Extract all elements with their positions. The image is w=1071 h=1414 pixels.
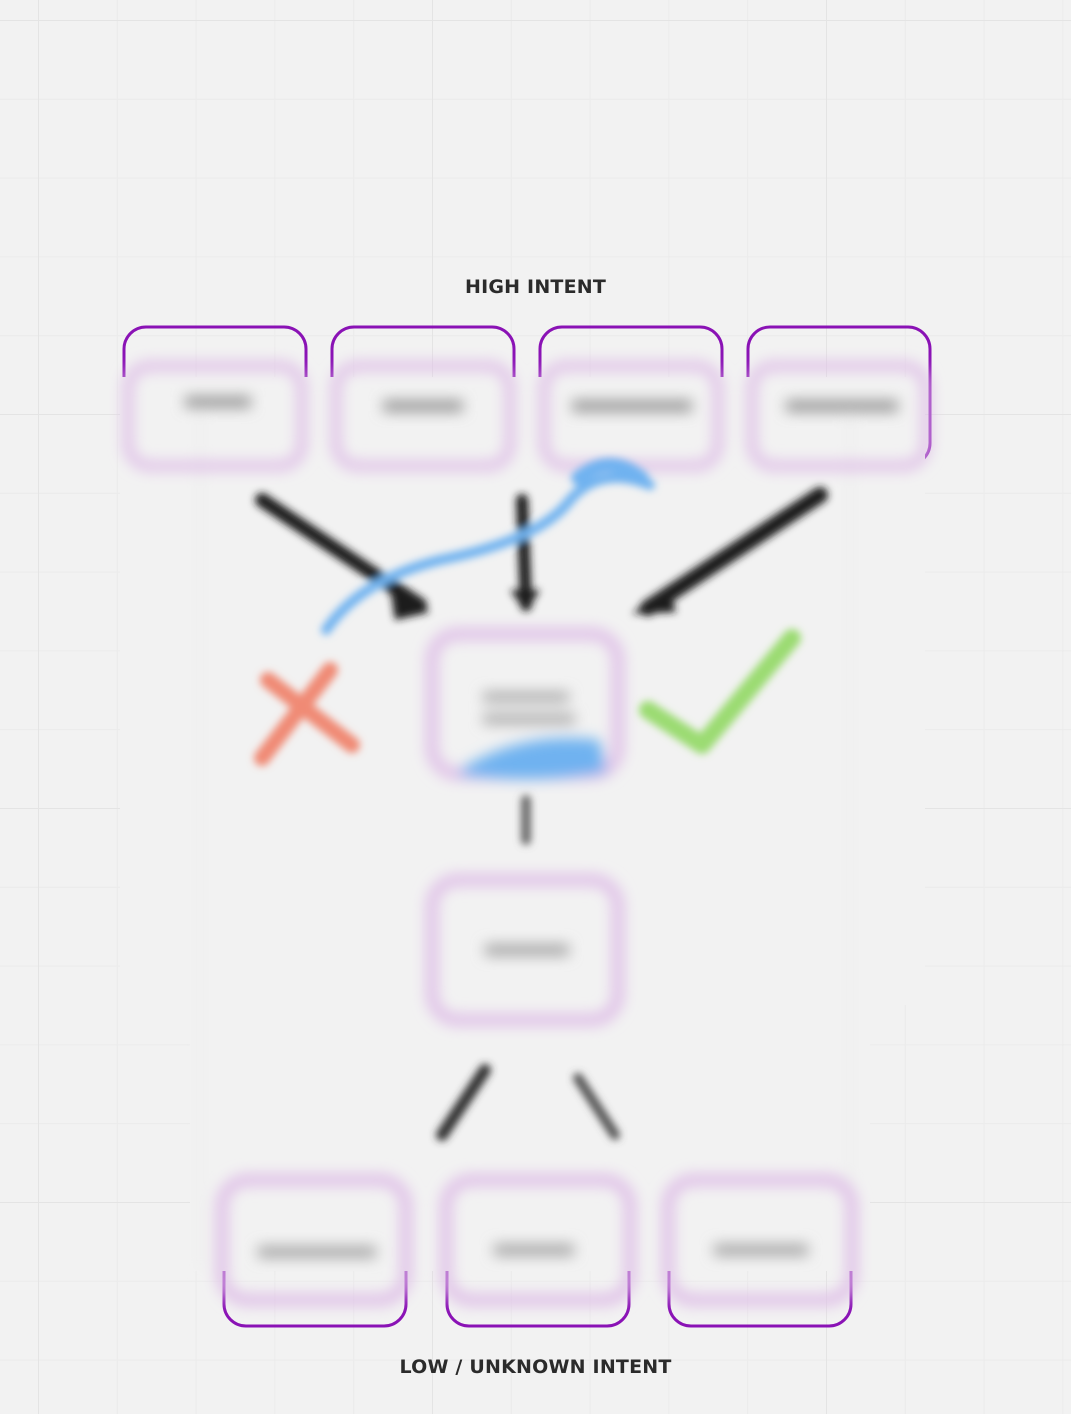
low-unknown-intent-label: LOW / UNKNOWN INTENT <box>399 1356 672 1378</box>
cross-icon <box>254 662 360 766</box>
redacted-region-lower <box>190 1005 870 1271</box>
high-intent-label: HIGH INTENT <box>464 276 607 298</box>
check-icon <box>639 629 801 754</box>
blurred-arrows <box>254 458 828 1141</box>
